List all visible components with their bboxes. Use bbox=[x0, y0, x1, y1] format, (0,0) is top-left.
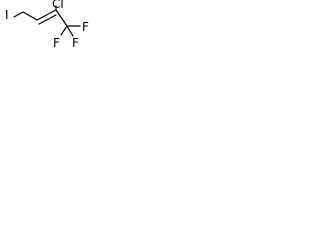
bond-ch2-ch bbox=[22, 11, 38, 21]
double-bond-ch-ccl-outer bbox=[36, 9, 57, 21]
background bbox=[0, 0, 94, 61]
bond-c-f-lower-right bbox=[66, 25, 74, 37]
atom-label-fluorine-lower-left: F bbox=[53, 36, 60, 50]
bond-c-cf3 bbox=[55, 9, 68, 27]
structural-formula: I Cl F F F bbox=[0, 0, 94, 61]
bond-c-f-lower-left bbox=[60, 25, 68, 36]
double-bond-ch-ccl-inner bbox=[38, 14, 57, 25]
atom-label-chlorine: Cl bbox=[52, 0, 64, 11]
bond-i-ch2 bbox=[13, 11, 24, 18]
atom-label-fluorine-right: F bbox=[82, 20, 89, 34]
atom-label-iodine: I bbox=[5, 8, 9, 22]
atom-label-fluorine-lower-right: F bbox=[72, 36, 79, 50]
